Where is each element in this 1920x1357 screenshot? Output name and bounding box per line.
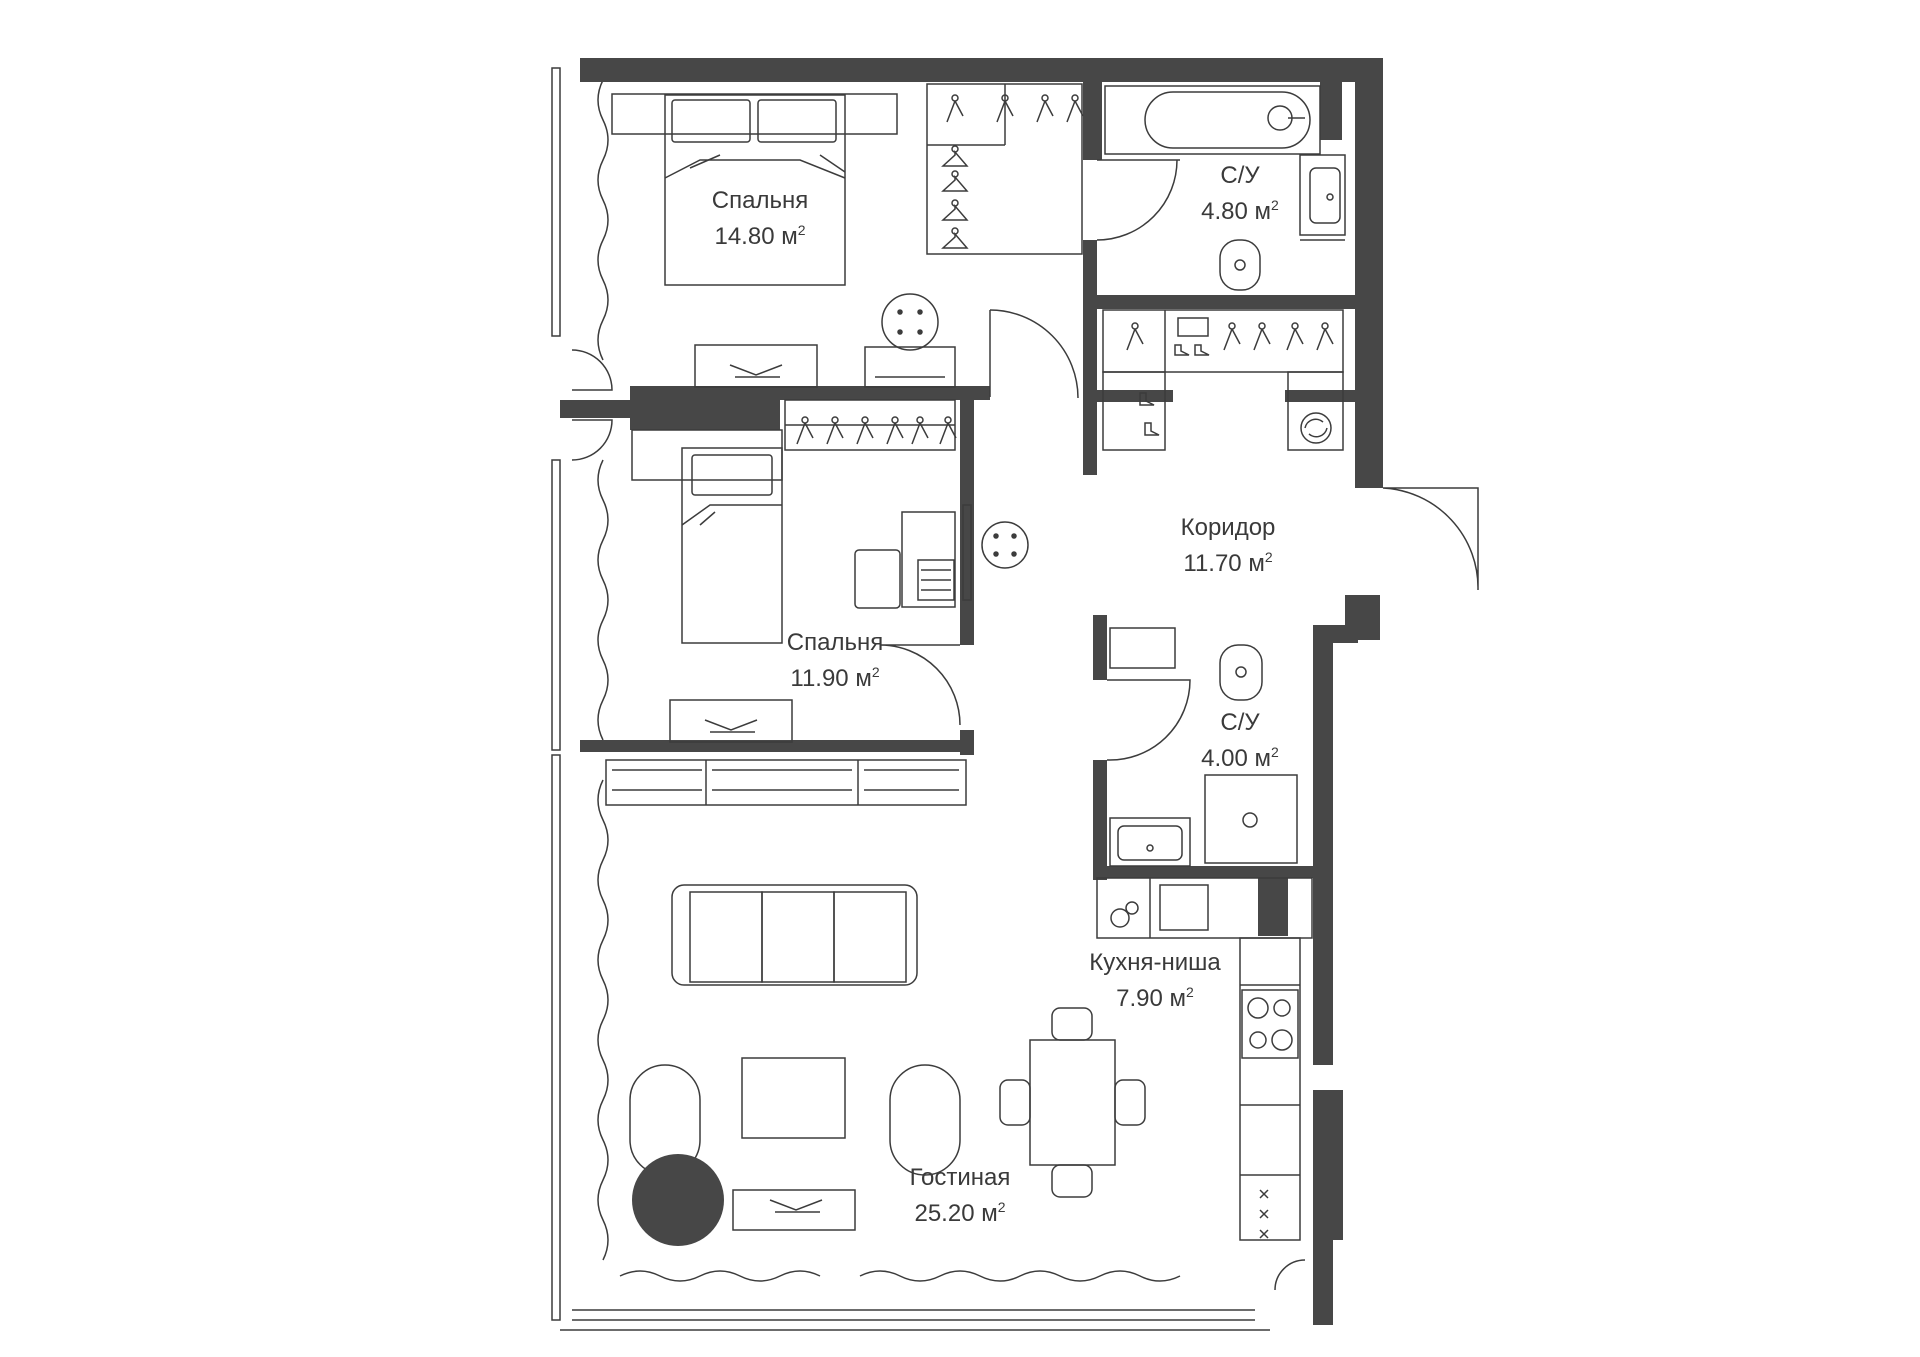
bathtub-icon	[1104, 85, 1321, 155]
room-name: Спальня	[711, 187, 809, 214]
bookshelf	[605, 759, 967, 806]
room-name: Гостиная	[909, 1164, 1011, 1191]
room-label-kitchen: Кухня-ниша 7.90 м2	[1089, 945, 1220, 1017]
room-label-bathroom1: С/У 4.80 м2	[1201, 158, 1279, 230]
room-label-bedroom1: Спальня 14.80 м2	[712, 183, 808, 255]
armchair	[889, 1064, 961, 1176]
round-table	[981, 521, 1029, 569]
sink-icon	[1159, 884, 1209, 931]
kitchen-fixtures	[1096, 877, 1313, 1241]
pillow	[691, 454, 773, 496]
tv-unit	[669, 699, 793, 743]
room-area: 4.80 м2	[1201, 197, 1279, 225]
desk	[864, 346, 956, 388]
washing-machine-icon	[1287, 371, 1344, 451]
bathroom2-fixtures	[1109, 627, 1298, 867]
toilet-icon	[1219, 239, 1261, 291]
hanger-icon	[1126, 322, 1334, 351]
single-bed	[681, 447, 783, 644]
hanger-icon	[942, 94, 1084, 249]
sink-icon	[1109, 817, 1191, 867]
room-area: 7.90 м2	[1116, 984, 1194, 1012]
room-area: 25.20 м2	[914, 1199, 1006, 1227]
bedroom1-furniture	[611, 83, 1083, 388]
wardrobe-room	[1102, 309, 1344, 451]
room-label-living: Гостиная 25.20 м2	[910, 1160, 1011, 1232]
room-area: 11.90 м2	[790, 664, 880, 692]
round-table	[881, 293, 939, 351]
coffee-table	[741, 1057, 846, 1139]
chair	[1051, 1007, 1093, 1041]
room-label-corridor: Коридор 11.70 м2	[1181, 510, 1276, 582]
pillow	[757, 99, 837, 143]
curtains	[597, 79, 1181, 1282]
double-bed	[664, 94, 846, 286]
room-area: 11.70 м2	[1183, 549, 1273, 577]
dining-table	[1029, 1039, 1116, 1166]
room-name: Спальня	[786, 629, 884, 656]
sofa	[671, 884, 918, 986]
tv-unit	[694, 344, 818, 388]
room-name: Коридор	[1180, 514, 1276, 541]
room-area: 4.00 м2	[1201, 744, 1279, 772]
living-furniture	[605, 759, 1146, 1231]
bedroom2-furniture	[631, 399, 1029, 743]
room-label-bedroom2: Спальня 11.90 м2	[787, 625, 883, 697]
round-rug	[632, 1154, 724, 1246]
hanger-icon	[796, 416, 957, 445]
room-name: С/У	[1220, 709, 1260, 736]
doors	[571, 159, 1479, 1291]
glazing	[551, 67, 1270, 1331]
chair	[1051, 1164, 1093, 1198]
room-name: Кухня-ниша	[1089, 949, 1221, 976]
bathroom1-fixtures	[1104, 85, 1346, 291]
shoe-icon	[1139, 317, 1210, 436]
tv-unit	[732, 1189, 856, 1231]
walls	[560, 58, 1383, 1325]
toilet-icon	[1219, 644, 1263, 701]
room-area: 14.80 м2	[714, 222, 806, 250]
desk	[901, 511, 956, 608]
sink-icon	[1299, 154, 1346, 236]
room-label-bathroom2: С/У 4.00 м2	[1201, 705, 1279, 777]
chair	[1114, 1079, 1146, 1126]
shower-icon	[1204, 774, 1298, 864]
pillow	[671, 99, 751, 143]
room-name: С/У	[1220, 162, 1260, 189]
armchair	[629, 1064, 701, 1176]
chair	[999, 1079, 1031, 1126]
stove-icon	[1241, 989, 1299, 1059]
chair	[854, 549, 901, 609]
keyboard-icon	[917, 559, 955, 601]
headboard	[611, 93, 898, 135]
